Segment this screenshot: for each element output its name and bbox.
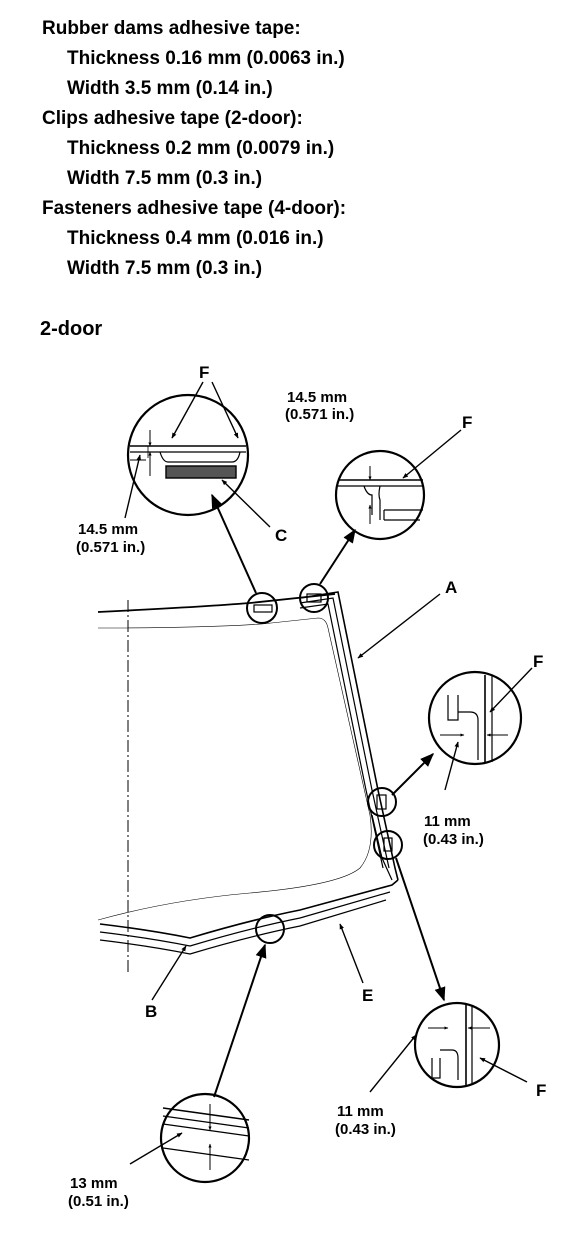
spec-rubber-dams-title: Rubber dams adhesive tape: [42, 18, 301, 39]
detail-view-clip-corner [413, 1001, 501, 1089]
tape-a-outer [299, 591, 399, 881]
spec-list: Rubber dams adhesive tape: Thickness 0.1… [42, 14, 346, 284]
tape-a-inner [299, 603, 384, 869]
pointer-lines [124, 381, 533, 1165]
tape-a-mid [299, 597, 390, 869]
label-d11-side-in: (0.43 in.) [423, 831, 484, 848]
diagram-labels: F 14.5 mm (0.571 in.) F 14.5 mm (0.571 i… [68, 363, 546, 1210]
molding-e-outer [99, 879, 399, 939]
label-f-bottom: F [536, 1081, 546, 1100]
spec-rubber-dams-thickness: Thickness 0.16 mm (0.0063 in.) [67, 48, 345, 69]
label-a: A [445, 578, 457, 597]
spec-rubber-dams-width: Width 3.5 mm (0.14 in.) [67, 78, 273, 99]
label-d145-top-in: (0.571 in.) [285, 406, 354, 423]
location-circle-side [367, 787, 397, 817]
label-c: C [275, 526, 287, 545]
label-d11-bottom-in: (0.43 in.) [335, 1121, 396, 1138]
spec-fasteners-width: Width 7.5 mm (0.3 in.) [67, 258, 263, 279]
location-circle-bottom [255, 914, 285, 944]
spec-fasteners-thickness: Thickness 0.4 mm (0.016 in.) [67, 228, 324, 249]
molding-e-mid [99, 891, 391, 947]
detail-view-clip-top [334, 449, 426, 541]
spec-clips-width: Width 7.5 mm (0.3 in.) [67, 168, 263, 189]
leader-arrows [211, 493, 446, 1098]
location-circle-top-left [246, 592, 278, 624]
detail-view-molding [159, 1092, 251, 1184]
label-d13-in: (0.51 in.) [68, 1193, 129, 1210]
molding-e-inner [99, 899, 387, 955]
location-circles [246, 583, 403, 944]
label-e: E [362, 986, 373, 1005]
label-f-top-right: F [462, 413, 472, 432]
spec-fasteners-title: Fasteners adhesive tape (4-door): [42, 198, 347, 219]
detail-view-clip-side [427, 670, 523, 766]
label-d145-left-in: (0.571 in.) [76, 539, 145, 556]
label-f-top-left: F [199, 363, 209, 382]
location-circle-corner [373, 830, 403, 860]
label-d145-top-mm: 14.5 mm [287, 389, 347, 406]
label-d11-bottom-mm: 11 mm [337, 1103, 384, 1120]
detail-view-rubber-dam [126, 393, 250, 517]
label-d145-left-mm: 14.5 mm [78, 521, 138, 538]
label-d11-side-mm: 11 mm [424, 813, 471, 830]
section-title: 2-door [40, 318, 103, 340]
spec-clips-title: Clips adhesive tape (2-door): [42, 108, 303, 129]
windshield-body [97, 591, 399, 972]
glass-top-edge [97, 593, 336, 613]
spec-clips-thickness: Thickness 0.2 mm (0.0079 in.) [67, 138, 335, 159]
location-circle-top-right [299, 583, 329, 613]
label-f-side: F [533, 652, 543, 671]
label-d13-mm: 13 mm [70, 1175, 118, 1192]
label-b: B [145, 1002, 157, 1021]
glass-inner-line [97, 617, 372, 921]
